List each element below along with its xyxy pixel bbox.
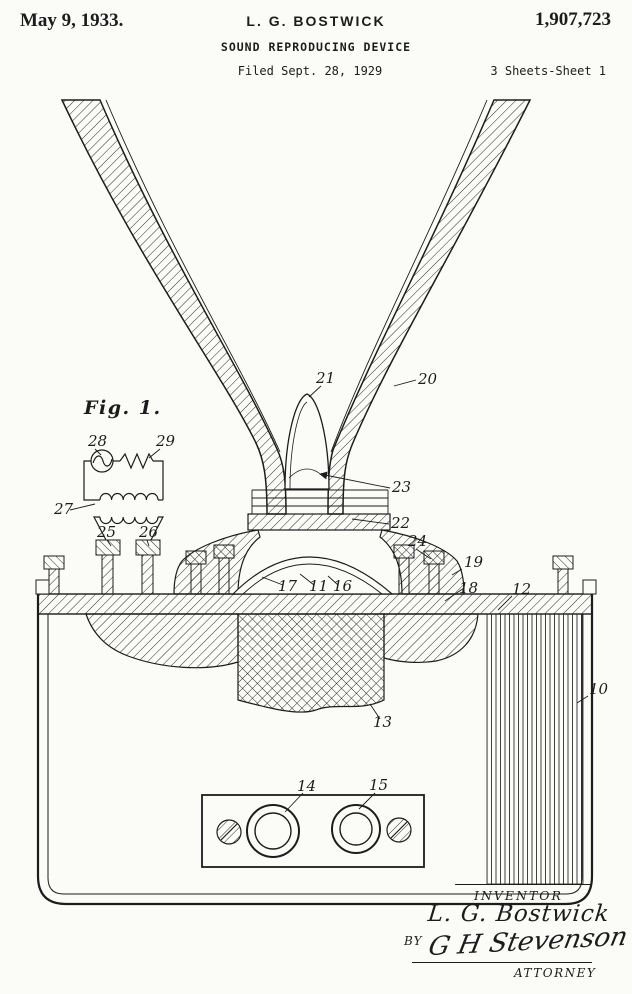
ref-label-24: 24 xyxy=(407,532,427,550)
port-15-outer xyxy=(331,804,381,854)
ref-label-19: 19 xyxy=(464,553,484,571)
ref-label-27: 27 xyxy=(53,500,74,518)
cabinet-shading xyxy=(486,613,584,885)
ref-label-25: 25 xyxy=(96,523,116,541)
throat-spacer xyxy=(247,489,391,531)
flange-bolts xyxy=(185,544,445,595)
front-panel xyxy=(201,794,425,868)
inventor-signature-name: L. G. Bostwick xyxy=(426,901,612,927)
resistor-symbol xyxy=(119,452,154,470)
terminal-bolts xyxy=(95,539,161,595)
filed-date: Filed Sept. 28, 1929 xyxy=(237,64,383,78)
ref-label-17: 17 xyxy=(278,577,298,595)
patent-number: 1,907,723 xyxy=(535,9,611,30)
figure-label: Fig. 1. xyxy=(83,397,162,419)
coil-secondary xyxy=(99,516,159,525)
horn-inner-contour-right xyxy=(330,99,488,453)
ref-label-28: 28 xyxy=(87,432,107,450)
by-label: BY xyxy=(404,934,423,948)
ref-label-21: 21 xyxy=(315,369,335,387)
patent-date: May 9, 1933. xyxy=(20,10,124,31)
sine-wave-icon xyxy=(92,455,113,467)
ref-label-12: 12 xyxy=(512,580,531,598)
ref-label-22: 22 xyxy=(390,514,410,532)
ref-label-15: 15 xyxy=(369,776,388,794)
port-14-inner xyxy=(254,812,292,850)
patent-title: SOUND REPRODUCING DEVICE xyxy=(220,40,412,54)
ref-label-14: 14 xyxy=(297,777,316,795)
ref-label-16: 16 xyxy=(333,577,353,595)
leader-lines xyxy=(69,379,589,813)
ref-label-26: 26 xyxy=(138,523,159,541)
horn-inner-contour-left xyxy=(105,99,281,453)
leader-arrow-23 xyxy=(319,471,391,489)
input-circuit xyxy=(83,449,164,541)
signature-rule xyxy=(412,962,592,963)
coil-primary xyxy=(99,492,159,501)
footer-rule-top xyxy=(455,884,592,885)
ref-label-18: 18 xyxy=(459,579,478,597)
horn-right-wall xyxy=(327,99,532,515)
edge-bolts xyxy=(35,555,597,595)
inventor-name-header: L. G. BOSTWICK xyxy=(246,13,386,29)
ref-label-10: 10 xyxy=(589,680,609,698)
suspension-dome xyxy=(231,556,394,595)
attorney-caption: ATTORNEY xyxy=(514,966,597,980)
ref-label-20: 20 xyxy=(417,370,438,388)
ref-label-29: 29 xyxy=(155,432,176,450)
port-15-inner xyxy=(339,812,373,846)
center-magnet xyxy=(237,613,385,713)
pole-piece-left xyxy=(85,613,239,669)
ref-label-11: 11 xyxy=(309,577,328,595)
mounting-plate xyxy=(37,593,593,615)
ref-label-23: 23 xyxy=(391,478,411,496)
sheet-info: 3 Sheets-Sheet 1 xyxy=(490,64,606,78)
pole-piece-right xyxy=(383,613,479,664)
inventor-caption: INVENTOR xyxy=(474,888,563,903)
ref-label-13: 13 xyxy=(373,713,392,731)
